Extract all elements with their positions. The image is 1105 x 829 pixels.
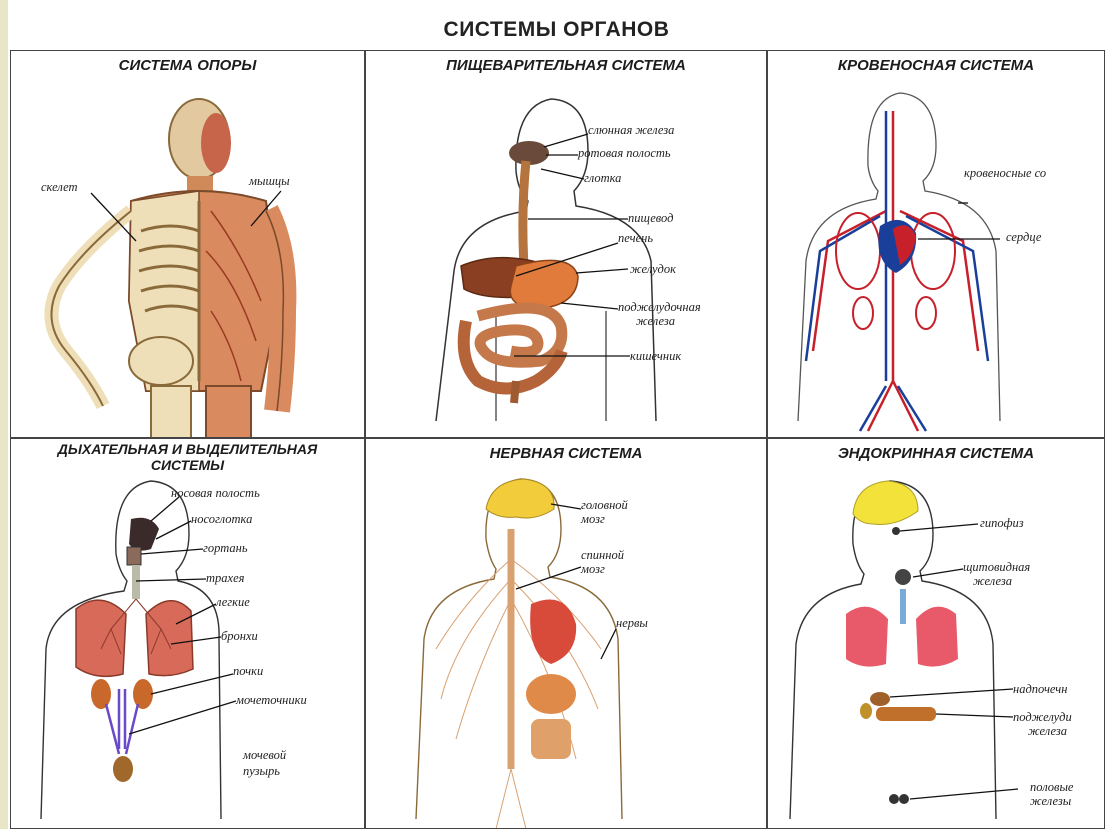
label-heart: сердце bbox=[1006, 230, 1042, 244]
label-lungs: легкие bbox=[215, 595, 250, 609]
label-nasopharynx: носоглотка bbox=[191, 512, 252, 526]
panel-support-system: СИСТЕМА ОПОРЫ bbox=[10, 50, 365, 438]
panel-respiratory-excretory: ДЫХАТЕЛЬНАЯ И ВЫДЕЛИТЕЛЬНАЯ СИСТЕМЫ bbox=[10, 438, 365, 829]
endocrine-system-diagram: гипофиз щитовидная железа надпочечн подж… bbox=[768, 439, 1105, 829]
circulatory-system-diagram: кровеносные со сердце bbox=[768, 51, 1105, 438]
label-spinal-cord: спинной bbox=[581, 548, 625, 562]
label-bladder: мочевой bbox=[242, 748, 287, 762]
label-stomach: желудок bbox=[630, 262, 676, 276]
label-bronchi: бронхи bbox=[221, 629, 258, 643]
label-blood-vessels: кровеносные со bbox=[964, 166, 1046, 180]
panel-digestive-system: ПИЩЕВАРИТЕЛЬНАЯ СИСТЕМА bbox=[365, 50, 767, 438]
label-salivary-gland: слюнная железа bbox=[588, 123, 674, 137]
label-muscles: мышцы bbox=[248, 174, 290, 188]
panel-circulatory-system: КРОВЕНОСНАЯ СИСТЕМА кровеносные со сердц… bbox=[767, 50, 1105, 438]
support-system-diagram: скелет мышцы bbox=[11, 51, 365, 438]
label-bladder-2: пузырь bbox=[243, 764, 280, 778]
panel-endocrine-system: ЭНДОКРИННАЯ СИСТЕМА bbox=[767, 438, 1105, 829]
label-spinal-cord-2: мозг bbox=[580, 562, 605, 576]
label-thyroid-2: железа bbox=[973, 574, 1012, 588]
label-pancreas: поджелудочная bbox=[618, 300, 701, 314]
label-skeleton: скелет bbox=[41, 180, 78, 194]
label-liver: печень bbox=[618, 231, 653, 245]
label-pancreas: поджелуди bbox=[1013, 710, 1072, 724]
label-pharynx: глотка bbox=[584, 171, 621, 185]
label-intestine: кишечник bbox=[630, 349, 681, 363]
label-brain: головной bbox=[581, 498, 629, 512]
label-esophagus: пищевод bbox=[628, 211, 673, 225]
label-oral-cavity: ротовая полость bbox=[577, 146, 671, 160]
label-gonads-2: железы bbox=[1030, 794, 1072, 808]
label-trachea: трахея bbox=[206, 571, 245, 585]
poster: СИСТЕМЫ ОРГАНОВ СИСТЕМА ОПОРЫ bbox=[8, 0, 1105, 829]
page-title: СИСТЕМЫ ОРГАНОВ bbox=[8, 18, 1105, 42]
label-nasal-cavity: носовая полость bbox=[171, 486, 260, 500]
label-gonads: половые bbox=[1030, 780, 1074, 794]
nervous-system-diagram: головной мозг спинной мозг нервы bbox=[366, 439, 767, 829]
label-thyroid: щитовидная bbox=[963, 560, 1030, 574]
label-brain-2: мозг bbox=[580, 512, 605, 526]
digestive-system-diagram: слюнная железа ротовая полость глотка пи… bbox=[366, 51, 767, 438]
label-kidneys: почки bbox=[233, 664, 263, 678]
label-ureters: мочеточники bbox=[235, 693, 307, 707]
respiratory-excretory-diagram: носовая полость носоглотка гортань трахе… bbox=[11, 439, 365, 829]
label-adrenal: надпочечн bbox=[1013, 682, 1067, 696]
label-pancreas-2: железа bbox=[1028, 724, 1067, 738]
label-larynx: гортань bbox=[203, 541, 248, 555]
label-pancreas-gland: железа bbox=[636, 314, 675, 328]
label-pituitary: гипофиз bbox=[980, 516, 1024, 530]
label-nerves: нервы bbox=[616, 616, 648, 630]
panel-nervous-system: НЕРВНАЯ СИСТЕМА головной мозг сп bbox=[365, 438, 767, 829]
